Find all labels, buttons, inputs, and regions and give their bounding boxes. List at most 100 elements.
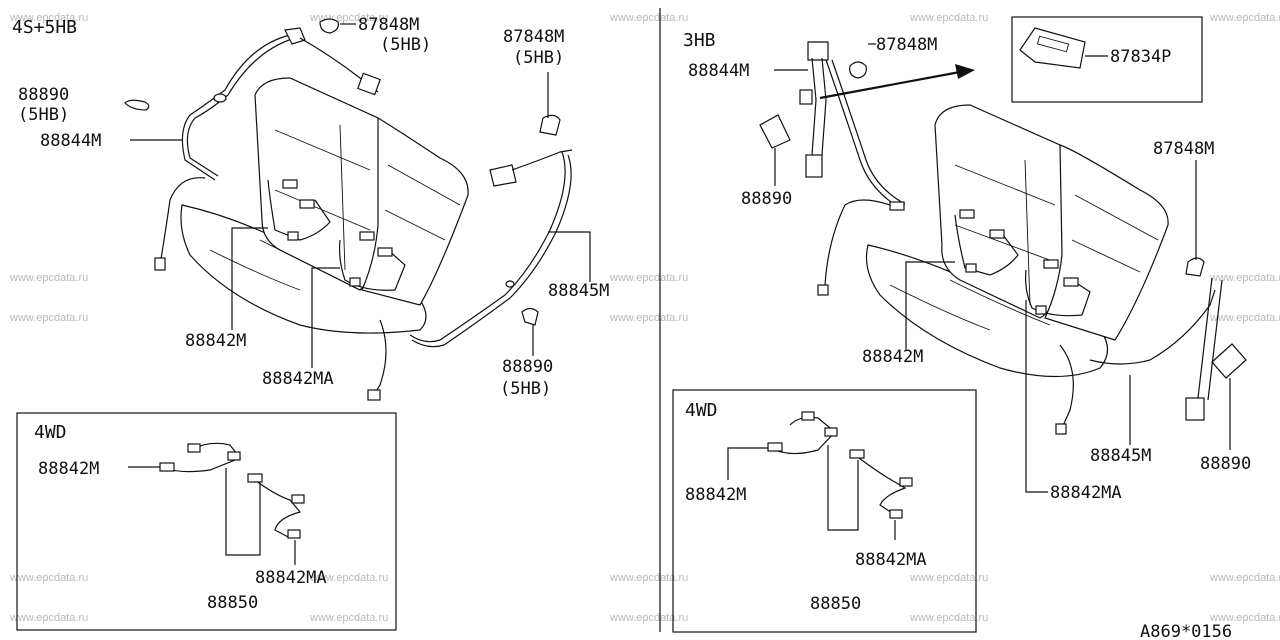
watermark: www.epcdata.ru	[9, 12, 88, 24]
buckle-88842M	[954, 209, 1019, 276]
label-87848M: 87848M	[358, 15, 419, 35]
callout-arrowhead	[955, 64, 975, 79]
label-88842M: 88842M	[862, 347, 923, 367]
belt-88845M	[409, 149, 573, 348]
buckle-88842MA	[338, 231, 406, 291]
watermark: www.epcdata.ru	[1209, 312, 1280, 324]
watermark: www.epcdata.ru	[909, 612, 988, 624]
lap-belt-tongue-left	[817, 284, 829, 296]
leader-88845M	[548, 231, 591, 282]
rear-seat-illustration	[180, 77, 469, 334]
panel-87834P-slot	[1036, 35, 1070, 53]
label-87848M: 87848M	[503, 27, 564, 47]
label-88842M: 88842M	[185, 331, 246, 351]
lap-belt	[371, 319, 387, 399]
leader-inset-88842M	[727, 447, 768, 480]
lap-belt-left	[821, 199, 891, 293]
watermark: www.epcdata.ru	[609, 12, 688, 24]
left-panel-title: 4S+5HB	[12, 17, 77, 38]
buckle-88842MA	[1025, 259, 1091, 317]
label-5hb: (5HB)	[380, 35, 431, 55]
clip-88890-b	[521, 307, 539, 326]
leader-inset-88850	[827, 445, 859, 531]
trim-87848M-b	[539, 114, 561, 136]
label-88845M: 88845M	[548, 281, 609, 301]
left-panel: 4S+5HB	[12, 15, 609, 631]
watermark: www.epcdata.ru	[609, 272, 688, 284]
inset-87834P-frame	[1011, 16, 1203, 103]
belt-88844M	[799, 41, 906, 211]
label-5hb: (5HB)	[513, 48, 564, 68]
trim-87848M-b	[1185, 257, 1205, 277]
label-88850: 88850	[207, 593, 258, 613]
inset-buckle-88842MA	[247, 473, 305, 539]
watermark: www.epcdata.ru	[9, 312, 88, 324]
retractor-belt	[1197, 277, 1223, 401]
watermark: www.epcdata.ru	[1209, 12, 1280, 24]
watermark: www.epcdata.ru	[1209, 612, 1280, 624]
label-5hb: (5HB)	[18, 105, 69, 125]
leader-88842M	[905, 261, 955, 350]
leader-88842M	[231, 227, 268, 330]
watermark: www.epcdata.ru	[9, 272, 88, 284]
right-panel-title: 3HB	[683, 30, 716, 51]
inset-frame	[16, 412, 397, 631]
inset-buckle-88842M	[767, 411, 838, 455]
inset-title: 4WD	[34, 422, 67, 443]
label-88842MA: 88842MA	[1050, 483, 1122, 503]
label-88842M: 88842M	[38, 459, 99, 479]
belt-88845M-tongue	[1055, 423, 1067, 435]
label-88890: 88890	[1200, 454, 1251, 474]
retractor-87848M	[299, 37, 379, 93]
watermark: www.epcdata.ru	[909, 572, 988, 584]
cap-87848M-a	[319, 18, 339, 34]
right-4wd-inset: 4WD 88842M 88842MA 88850	[672, 389, 977, 633]
belt-88844M	[154, 27, 306, 271]
label-87848M: 87848M	[1153, 139, 1214, 159]
clip-88890-a	[759, 114, 791, 149]
watermark: www.epcdata.ru	[609, 612, 688, 624]
watermark: www.epcdata.ru	[1209, 272, 1280, 284]
watermark: www.epcdata.ru	[609, 312, 688, 324]
label-88842M: 88842M	[685, 485, 746, 505]
watermark: www.epcdata.ru	[309, 612, 388, 624]
label-88844M: 88844M	[688, 61, 749, 81]
watermark: www.epcdata.ru	[309, 572, 388, 584]
label-5hb: (5HB)	[500, 379, 551, 399]
label-88844M: 88844M	[40, 131, 101, 151]
label-87848M: 87848M	[876, 35, 937, 55]
lap-belt-tongue	[367, 389, 381, 401]
left-4wd-inset: 4WD 88842M 88842MA 88850	[16, 412, 397, 631]
rear-seat-illustration	[865, 104, 1169, 378]
retractor-box	[1185, 397, 1205, 421]
inset-buckle-88842MA	[849, 449, 913, 519]
label-88842MA: 88842MA	[255, 568, 327, 588]
label-88890: 88890	[741, 189, 792, 209]
watermark: www.epcdata.ru	[909, 12, 988, 24]
label-88890: 88890	[18, 85, 69, 105]
watermark: www.epcdata.ru	[1209, 572, 1280, 584]
leader-88842MA	[1025, 300, 1048, 493]
clip-88890-b	[1211, 343, 1247, 379]
watermark: www.epcdata.ru	[9, 612, 88, 624]
label-88842MA: 88842MA	[262, 369, 334, 389]
clip-88890-a	[124, 99, 150, 111]
drawing-code: A869*0156	[1140, 622, 1232, 640]
leader-inset-88850	[225, 468, 261, 556]
inset-frame	[672, 389, 977, 633]
inset-buckle-88842M	[159, 442, 241, 473]
leader-88842MA	[311, 267, 340, 368]
label-88842MA: 88842MA	[855, 550, 927, 570]
label-87834P: 87834P	[1110, 47, 1171, 67]
cap-87848M-a	[849, 61, 867, 79]
right-panel: 3HB	[672, 16, 1251, 633]
inset-title: 4WD	[685, 400, 718, 421]
buckle-88842M	[267, 179, 331, 241]
watermark: www.epcdata.ru	[9, 572, 88, 584]
watermark: www.epcdata.ru	[609, 572, 688, 584]
label-88890: 88890	[502, 357, 553, 377]
belt-88845M	[1059, 289, 1216, 429]
label-88850: 88850	[810, 594, 861, 614]
retractor-box	[357, 72, 381, 96]
